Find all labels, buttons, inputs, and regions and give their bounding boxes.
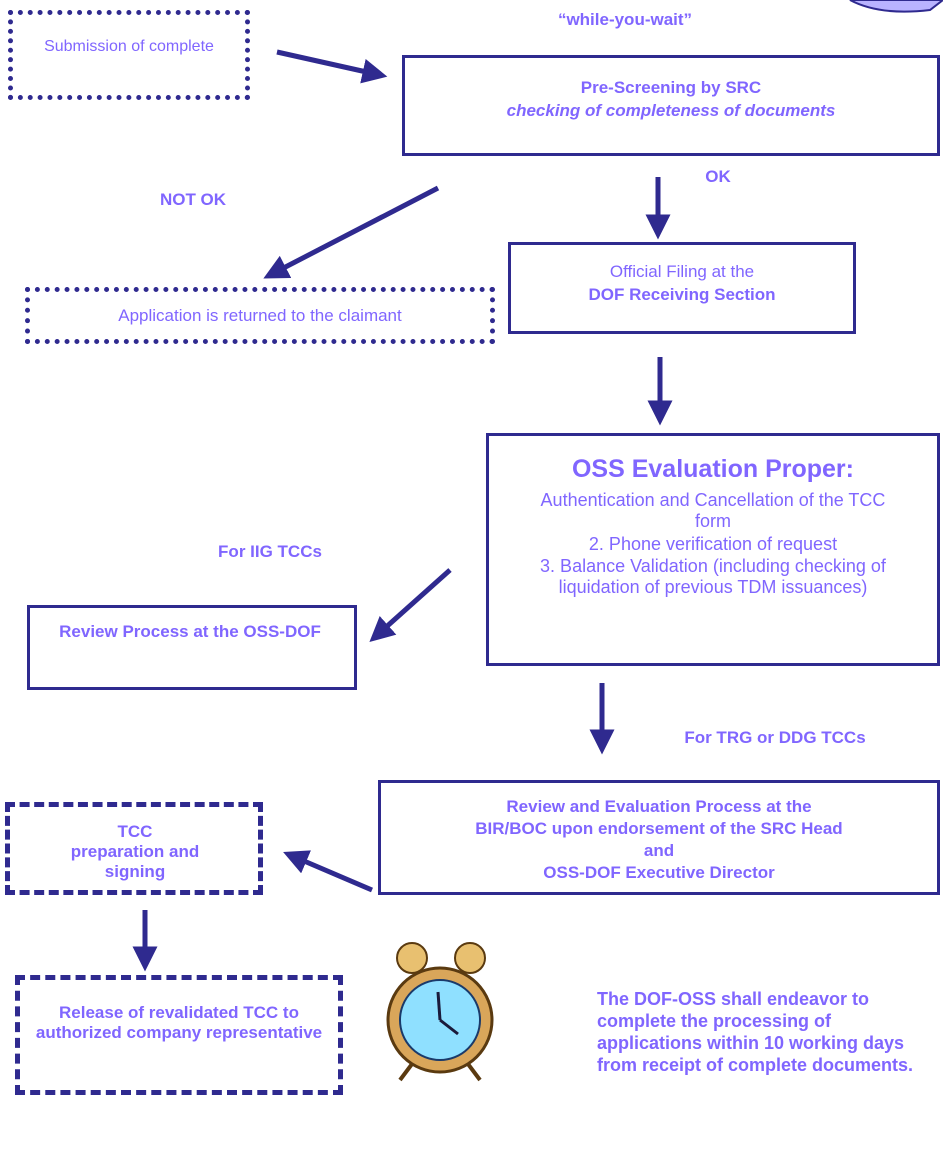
oss-evaluation-item-3: 3. Balance Validation (including checkin… — [540, 556, 886, 597]
oss-evaluation-title: OSS Evaluation Proper: — [571, 455, 854, 483]
for-trg-label: For TRG or DDG TCCs — [684, 728, 866, 747]
application-returned-box: Application is returned to the claimant — [25, 287, 495, 344]
scroll-decoration-icon — [849, 0, 943, 13]
arrow-submission-to-prescreen — [276, 49, 388, 84]
arrow-evaluation-to-review-oss — [369, 568, 452, 642]
review-oss-text: Review Process at the OSS-DOF — [59, 622, 321, 641]
official-filing-box: Official Filing at the DOF Receiving Sec… — [508, 242, 856, 334]
review-bir-line4: OSS-DOF Executive Director — [543, 863, 775, 882]
processing-time-note: The DOF-OSS shall endeavor to complete t… — [597, 989, 914, 1075]
release-text: Release of revalidated TCC to authorized… — [35, 1003, 323, 1042]
arrow-review-bir-to-tcc-prep — [283, 850, 373, 893]
tcc-preparation-text: TCC preparation and signing — [70, 822, 200, 881]
while-you-wait-label: “while-you-wait” — [557, 10, 693, 29]
submission-text: Submission of complete — [44, 38, 214, 55]
oss-evaluation-item-2: 2. Phone verification of request — [588, 534, 838, 554]
tcc-preparation-box: TCC preparation and signing — [5, 802, 263, 895]
prescreening-box: Pre-Screening by SRC checking of complet… — [402, 55, 940, 156]
for-iig-label: For IIG TCCs — [218, 542, 322, 561]
not-ok-label: NOT OK — [159, 190, 227, 209]
official-filing-line1: Official Filing at the — [609, 262, 755, 281]
prescreening-subtitle: checking of completeness of documents — [506, 101, 836, 120]
arrow-prescreen-to-returned — [263, 185, 440, 279]
application-returned-text: Application is returned to the claimant — [118, 306, 402, 325]
submission-box: Submission of complete — [8, 10, 250, 100]
prescreening-title: Pre-Screening by SRC — [580, 78, 762, 97]
oss-evaluation-item-1: Authentication and Cancellation of the T… — [540, 490, 886, 531]
review-bir-line1: Review and Evaluation Process at the — [506, 797, 812, 816]
review-bir-box: Review and Evaluation Process at the BIR… — [378, 780, 940, 895]
review-bir-line3: and — [643, 841, 675, 860]
oss-evaluation-box: OSS Evaluation Proper: Authentication an… — [486, 433, 940, 666]
review-oss-box: Review Process at the OSS-DOF — [27, 605, 357, 690]
official-filing-line2: DOF Receiving Section — [588, 285, 776, 304]
release-box: Release of revalidated TCC to authorized… — [15, 975, 343, 1095]
review-bir-line2: BIR/BOC upon endorsement of the SRC Head — [475, 819, 843, 838]
ok-label: OK — [705, 167, 731, 186]
